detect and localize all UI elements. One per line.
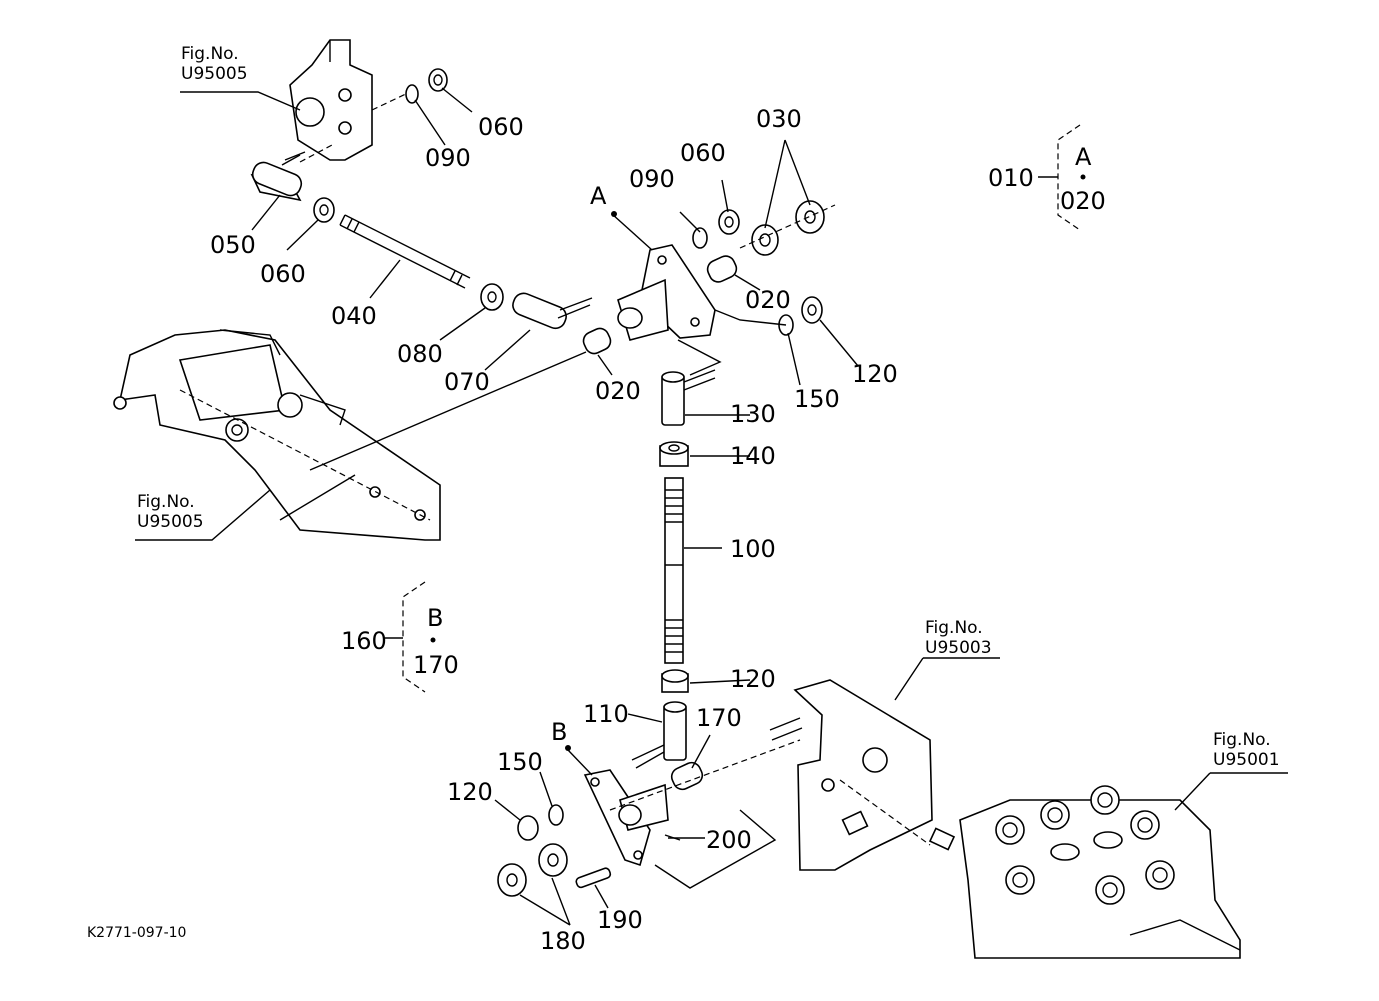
washer-090-top [405, 84, 419, 104]
document-code: K2771-097-10 [87, 925, 187, 941]
rod-040 [339, 214, 471, 289]
callout-090-top: 090 [425, 144, 471, 172]
callout-080: 080 [397, 340, 443, 368]
nut-060-mid [313, 197, 335, 223]
fig-ref-label: Fig.No. [1213, 730, 1271, 750]
fig-ref-plate: Fig.No. U95003 [925, 618, 992, 659]
pin-130 [661, 369, 716, 426]
callout-020-right: 020 [745, 286, 791, 314]
callout-070: 070 [444, 368, 490, 396]
nut-140 [659, 441, 689, 467]
fig-ref-code: U95003 [925, 638, 992, 659]
washer-090-right [692, 227, 708, 249]
nut-060-top [428, 68, 448, 92]
lever-a [617, 244, 716, 341]
callout-170: 170 [696, 704, 742, 732]
callout-150-top: 150 [794, 385, 840, 413]
lower-bracket-part [113, 329, 441, 541]
pin-110 [631, 701, 687, 769]
ref-letter-b-group: B [427, 604, 444, 632]
pin-050 [250, 151, 306, 202]
leader-lines [135, 87, 1288, 926]
callout-030: 030 [756, 105, 802, 133]
bushing-020-right [706, 255, 738, 283]
nut-120-top [801, 296, 823, 324]
callout-050: 050 [210, 231, 256, 259]
lever-b [583, 769, 669, 867]
pin-070 [512, 292, 593, 330]
callout-020-group: 020 [1060, 187, 1106, 215]
callout-120-top: 120 [852, 360, 898, 388]
fig-ref-label: Fig.No. [137, 492, 195, 512]
ref-letter-b: B [551, 718, 568, 746]
nut-030-a [751, 224, 779, 256]
fig-ref-label: Fig.No. [181, 44, 239, 64]
callout-120-mid: 120 [730, 665, 776, 693]
fig-ref-code: U95005 [181, 64, 248, 85]
callout-170-group: 170 [413, 651, 459, 679]
nut-120-mid [661, 669, 689, 693]
pin-190 [575, 867, 612, 889]
nut-080 [480, 283, 504, 311]
callout-090-right: 090 [629, 165, 675, 193]
callout-060-mid: 060 [260, 260, 306, 288]
nut-060-right [718, 209, 740, 235]
nut-030-b [795, 200, 825, 234]
callout-150-low: 150 [497, 748, 543, 776]
callout-180: 180 [540, 927, 586, 955]
callout-190: 190 [597, 906, 643, 934]
nut-180-a [538, 843, 568, 877]
callout-060-right: 060 [680, 139, 726, 167]
fig-ref-label: Fig.No. [925, 618, 983, 638]
nut-180-b [497, 863, 527, 897]
valve-plate-part [769, 679, 933, 871]
callout-060-top: 060 [478, 113, 524, 141]
callout-140: 140 [730, 442, 776, 470]
callout-100: 100 [730, 535, 776, 563]
fig-ref-valve: Fig.No. U95001 [1213, 730, 1280, 771]
washer-150-low [548, 804, 564, 826]
ref-letter-a: A [590, 182, 607, 210]
callout-130: 130 [730, 400, 776, 428]
fig-ref-lower-left: Fig.No. U95005 [137, 492, 204, 533]
nut-120-low [517, 815, 539, 841]
callout-160: 160 [341, 627, 387, 655]
callout-110: 110 [583, 700, 629, 728]
callout-120-low: 120 [447, 778, 493, 806]
bushing-020-left [582, 327, 612, 355]
fig-ref-upper-left: Fig.No. U95005 [181, 44, 248, 85]
callout-200: 200 [706, 826, 752, 854]
callout-040: 040 [331, 302, 377, 330]
callout-010: 010 [988, 164, 1034, 192]
bushing-170 [670, 761, 704, 791]
control-valve-part [928, 785, 1241, 959]
rod-100 [664, 477, 684, 664]
ref-letter-a-group: A [1075, 143, 1092, 171]
group-bracket-160 [402, 581, 426, 693]
upper-bracket-part [289, 39, 373, 161]
callout-020-left: 020 [595, 377, 641, 405]
fig-ref-code: U95005 [137, 512, 204, 533]
fig-ref-code: U95001 [1213, 750, 1280, 771]
